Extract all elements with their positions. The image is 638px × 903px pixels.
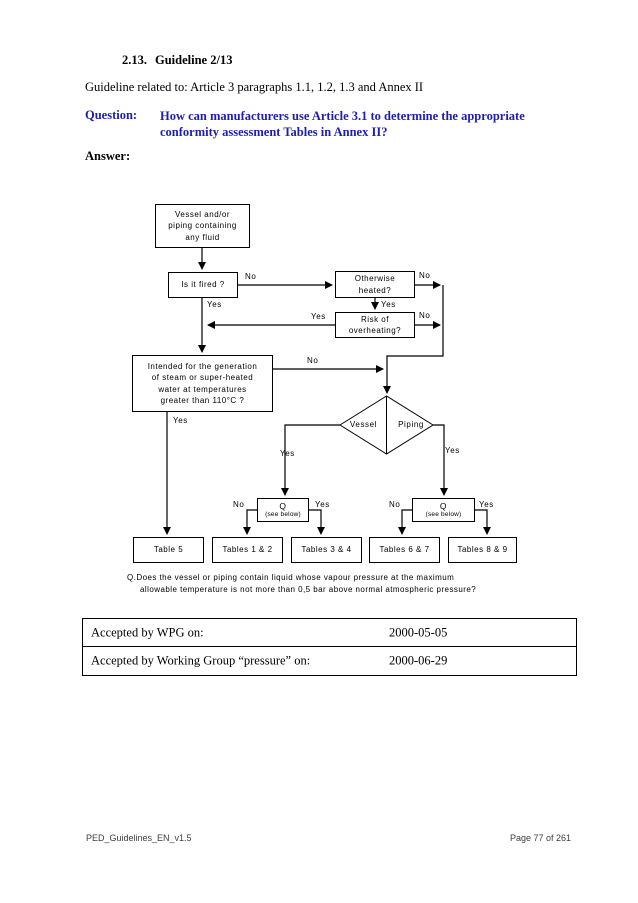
acceptance-date: 2000-06-29 (389, 653, 448, 668)
footnote-line-2: allowable temperature is not more than 0… (140, 585, 477, 594)
node-q-left: Q (see below) (257, 498, 309, 522)
footer-page-number: Page 77 of 261 (510, 833, 572, 843)
footnote-line-1: Q.Does the vessel or piping contain liqu… (127, 573, 455, 582)
diamond-label-vessel: Vessel (349, 420, 378, 429)
node-is-it-fired: Is it fired ? (168, 272, 238, 298)
edge-label-no-fired: No (245, 272, 257, 281)
edge-label-yes-risk: Yes (311, 312, 326, 321)
table-row: Accepted by Working Group “pressure” on:… (83, 646, 576, 675)
edge-label-yes-q-right: Yes (479, 500, 494, 509)
acceptance-table: Accepted by WPG on: 2000-05-05 Accepted … (82, 618, 577, 676)
acceptance-label: Accepted by WPG on: (91, 625, 204, 639)
decision-diamond (339, 395, 434, 455)
table-row: Accepted by WPG on: 2000-05-05 (83, 619, 576, 646)
node-otherwise-heated: Otherwise heated? (335, 271, 415, 298)
node-tables-6-7: Tables 6 & 7 (369, 537, 440, 563)
node-intended-steam: Intended for the generation of steam or … (132, 355, 273, 412)
diamond-label-piping: Piping (398, 420, 424, 429)
page-title: Guideline 2/13 (155, 53, 233, 67)
node-vessel-fluid: Vessel and/or piping containing any flui… (155, 204, 250, 248)
edge-label-no-risk: No (419, 311, 431, 320)
question-text: How can manufacturers use Article 3.1 to… (160, 109, 525, 139)
q-left-title: Q (279, 500, 287, 511)
acceptance-date: 2000-05-05 (389, 625, 448, 639)
footer-document-id: PED_Guidelines_EN_v1.5 (86, 833, 192, 843)
edge-label-yes-q-left: Yes (315, 500, 330, 509)
q-left-subtitle: (see below) (265, 510, 301, 518)
edge-label-yes-otherwise: Yes (381, 300, 396, 309)
q-right-subtitle: (see below) (425, 510, 462, 518)
edge-label-yes-intended: Yes (173, 416, 188, 425)
answer-label: Answer: (85, 149, 131, 163)
node-tables-1-2: Tables 1 & 2 (212, 537, 283, 563)
guideline-related-text: Guideline related to: Article 3 paragrap… (85, 80, 424, 94)
node-table-5: Table 5 (133, 537, 204, 563)
node-risk-overheating: Risk of overheating? (335, 312, 415, 338)
q-right-title: Q (439, 500, 448, 511)
edge-label-yes-piping: Yes (445, 446, 460, 455)
edge-label-no-otherwise: No (419, 271, 431, 280)
edge-label-no-q-left: No (233, 500, 245, 509)
node-tables-3-4: Tables 3 & 4 (291, 537, 362, 563)
acceptance-label: Accepted by Working Group “pressure” on: (91, 653, 311, 668)
node-q-right: Q (see below) (412, 498, 475, 522)
edge-label-no-q-right: No (389, 500, 401, 509)
edge-label-no-intended: No (307, 356, 319, 365)
edge-label-yes-vessel: Yes (280, 449, 295, 458)
question-label: Question: (85, 108, 138, 122)
node-tables-8-9: Tables 8 & 9 (448, 537, 517, 563)
edge-label-yes-fired: Yes (207, 300, 222, 309)
section-number: 2.13. (122, 53, 147, 67)
